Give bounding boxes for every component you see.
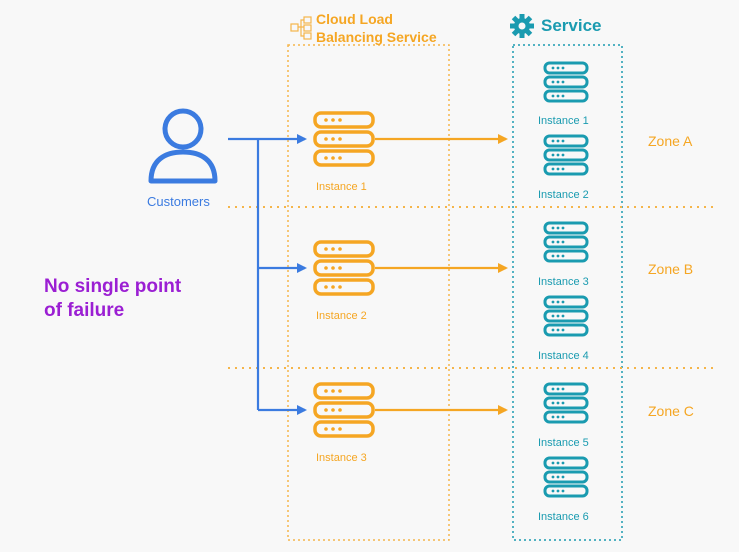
service-instance-label-3: Instance 3 <box>538 276 589 288</box>
tagline-line2: of failure <box>44 300 125 321</box>
lb-server-icon-3 <box>313 382 375 438</box>
lb-title: Cloud Load Balancing Service <box>316 10 437 46</box>
service-server-icon-6 <box>543 456 589 498</box>
customer-person-icon <box>148 108 218 184</box>
service-instance-label-4: Instance 4 <box>538 350 589 362</box>
service-server-icon-4 <box>543 295 589 337</box>
zone-label-c: Zone C <box>648 403 694 419</box>
lb-title-line2: Balancing Service <box>316 29 437 45</box>
service-instance-label-6: Instance 6 <box>538 511 589 523</box>
service-server-icon-1 <box>543 61 589 103</box>
tagline: No single point of failure <box>44 275 181 323</box>
lb-server-icon-1 <box>313 111 375 167</box>
service-server-icon-3 <box>543 221 589 263</box>
zone-label-a: Zone A <box>648 133 693 149</box>
zone-label-b: Zone B <box>648 261 694 277</box>
lb-instance-label-1: Instance 1 <box>316 181 367 193</box>
customers-label: Customers <box>147 194 210 209</box>
service-title: Service <box>541 16 602 35</box>
service-server-icon-5 <box>543 382 589 424</box>
service-instance-label-5: Instance 5 <box>538 437 589 449</box>
lb-server-icon-2 <box>313 240 375 296</box>
service-server-icon-2 <box>543 134 589 176</box>
lb-instance-label-2: Instance 2 <box>316 310 367 322</box>
service-instance-label-2: Instance 2 <box>538 189 589 201</box>
customer-connectors <box>228 134 307 415</box>
gear-icon <box>510 14 534 38</box>
lb-to-service-arrows <box>375 134 508 415</box>
service-boundary <box>512 44 623 541</box>
tagline-line1: No single point <box>44 276 182 297</box>
service-instance-label-1: Instance 1 <box>538 115 589 127</box>
lb-instance-label-3: Instance 3 <box>316 452 367 464</box>
load-balancer-boundary <box>287 44 450 541</box>
load-balancer-icon <box>290 16 312 40</box>
lb-title-line1: Cloud Load <box>316 11 393 27</box>
